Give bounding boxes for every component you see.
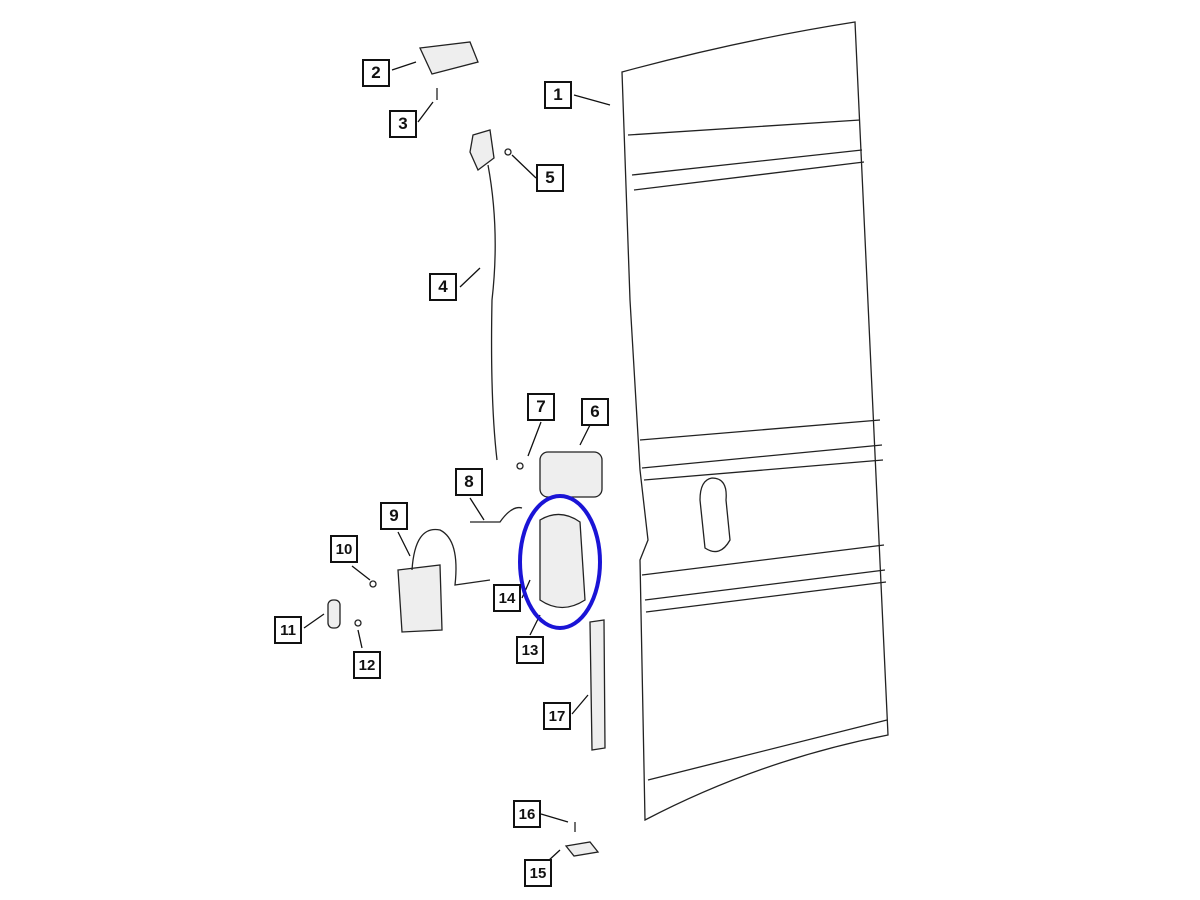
callout-12: 12 xyxy=(353,651,381,679)
callout-1: 1 xyxy=(544,81,572,109)
callout-6: 6 xyxy=(581,398,609,426)
callout-8: 8 xyxy=(455,468,483,496)
callout-9: 9 xyxy=(380,502,408,530)
callout-14: 14 xyxy=(493,584,521,612)
leader-lines xyxy=(303,61,611,874)
door-rib-lower xyxy=(641,544,887,613)
part-hinge xyxy=(419,41,479,75)
door-access-hole xyxy=(699,477,731,553)
part-screw-5 xyxy=(504,148,512,156)
callout-3: 3 xyxy=(389,110,417,138)
callout-15: 15 xyxy=(524,859,552,887)
callout-7: 7 xyxy=(527,393,555,421)
part-cable-4 xyxy=(487,164,498,461)
part-striker-11 xyxy=(327,599,341,629)
callout-16: 16 xyxy=(513,800,541,828)
part-upper-latch xyxy=(469,129,495,172)
door-rib-middle xyxy=(639,419,884,481)
part-rod-8 xyxy=(470,506,523,523)
part-seal-17 xyxy=(589,619,606,751)
part-screw-7 xyxy=(516,462,524,470)
part-lock xyxy=(397,564,443,633)
callout-4: 4 xyxy=(429,273,457,301)
callout-5: 5 xyxy=(536,164,564,192)
door-bottom-edge xyxy=(647,719,888,781)
part-lock-cable xyxy=(411,528,491,586)
highlight-circle xyxy=(518,494,602,630)
callout-10: 10 xyxy=(330,535,358,563)
callout-17: 17 xyxy=(543,702,571,730)
door-panel xyxy=(621,21,889,822)
callout-2: 2 xyxy=(362,59,390,87)
part-screw-12 xyxy=(354,619,362,627)
door-rib-top xyxy=(627,119,865,191)
part-screw-10 xyxy=(369,580,377,588)
part-outer-handle xyxy=(539,513,586,609)
callout-13: 13 xyxy=(516,636,544,664)
part-bracket-15 xyxy=(564,841,600,857)
callout-11: 11 xyxy=(274,616,302,644)
part-handle-bezel xyxy=(539,451,603,498)
